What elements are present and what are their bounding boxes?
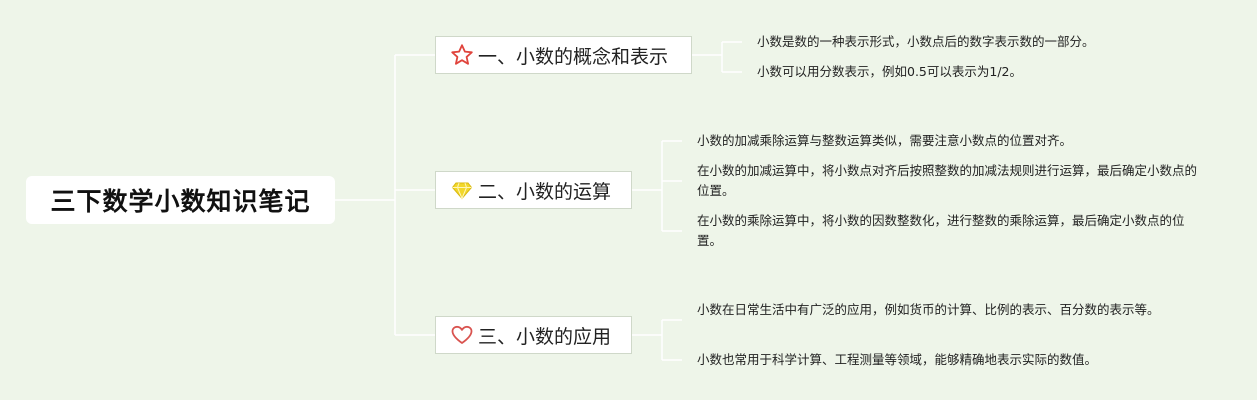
note-applications-2: 小数也常用于科学计算、工程测量等领域，能够精确地表示实际的数值。 xyxy=(697,352,1098,367)
diamond-icon xyxy=(450,178,474,202)
note-operations-1: 小数的加减乘除运算与整数运算类似，需要注意小数点的位置对齐。 xyxy=(697,133,1073,148)
branch-concept[interactable]: 一、小数的概念和表示 xyxy=(435,36,692,74)
star-icon xyxy=(450,43,474,67)
root-topic[interactable]: 三下数学小数知识笔记 xyxy=(26,176,335,224)
branch-applications[interactable]: 三、小数的应用 xyxy=(435,316,632,354)
note-operations-3: 在小数的乘除运算中，将小数的因数整数化，进行整数的乘除运算，最后确定小数点的位置… xyxy=(697,213,1185,248)
heart-icon xyxy=(450,323,474,347)
branch-label: 一、小数的概念和表示 xyxy=(478,45,669,68)
branch-operations[interactable]: 二、小数的运算 xyxy=(435,171,632,209)
note-operations-2: 在小数的加减运算中，将小数点对齐后按照整数的加减法规则进行运算，最后确定小数点的… xyxy=(697,163,1198,198)
note-concept-2: 小数可以用分数表示，例如0.5可以表示为1/2。 xyxy=(757,64,1022,79)
note-concept-1: 小数是数的一种表示形式，小数点后的数字表示数的一部分。 xyxy=(757,34,1095,49)
branch-label: 三、小数的应用 xyxy=(478,325,612,348)
branch-label: 二、小数的运算 xyxy=(478,180,612,203)
note-applications-1: 小数在日常生活中有广泛的应用，例如货币的计算、比例的表示、百分数的表示等。 xyxy=(697,302,1160,317)
